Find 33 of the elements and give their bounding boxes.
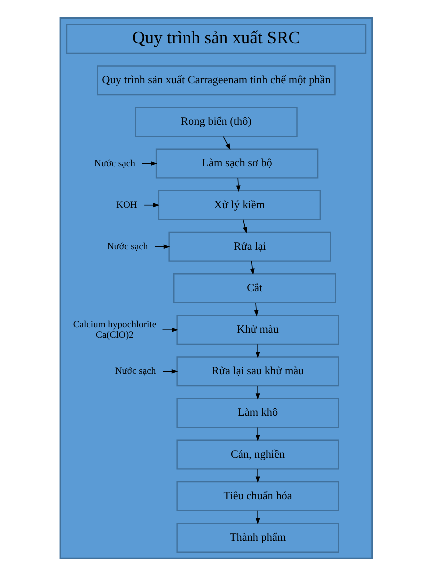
node-box: Tiêu chuẩn hóa: [176, 481, 340, 512]
node-text: Nước sạch: [94, 158, 136, 170]
arrow: [256, 344, 260, 358]
arrow: [250, 261, 255, 276]
arrow: [256, 510, 260, 525]
arrow: [256, 468, 260, 484]
arrow: [223, 136, 231, 150]
arrow: [242, 220, 248, 234]
node-box: Rửa lại sau khử màu: [176, 356, 340, 387]
arrow: [254, 302, 259, 317]
node-box: Làm khô: [176, 398, 340, 428]
arrow: [142, 162, 158, 166]
node-text: KOH: [116, 200, 138, 211]
node-text: Nước sạch: [115, 366, 156, 378]
arrow: [154, 244, 170, 250]
node-box: Rửa lại: [168, 232, 332, 262]
arrow: [144, 203, 160, 208]
node-box: Làm sạch sơ bộ: [156, 148, 319, 179]
node-box: Rong biển (thô): [135, 107, 298, 138]
node-box: Khử màu: [176, 315, 340, 346]
arrow: [256, 427, 260, 442]
node-box: Xử lý kiềm: [158, 190, 322, 220]
node-box: Cán, nghiền: [176, 440, 340, 470]
arrow: [256, 386, 260, 400]
arrow: [162, 369, 178, 374]
node-box: Quy trình sản xuất SRC: [66, 24, 367, 54]
arrow: [162, 328, 178, 332]
node-box: Quy trình sản xuất Carrageenam tinh chế một phần: [97, 66, 336, 96]
cluster: [60, 17, 374, 560]
node-box: Thành phẩm: [176, 522, 340, 553]
node-box: Cắt: [174, 274, 336, 304]
node-text: Nước sạch: [107, 241, 148, 252]
node-text: Calcium hypochlorite Ca(ClO)2: [73, 319, 157, 341]
